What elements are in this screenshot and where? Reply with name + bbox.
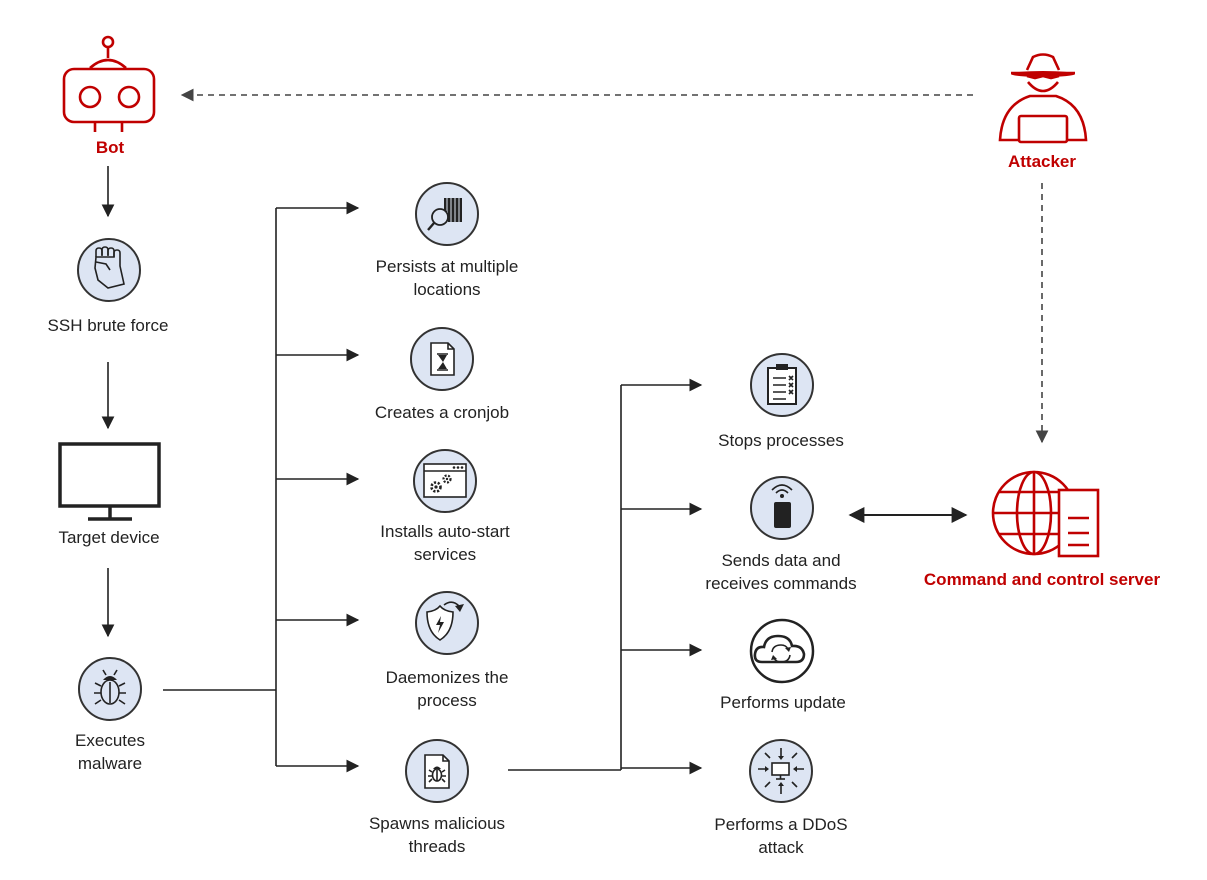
c2-node: Command and control server xyxy=(924,470,1161,589)
ssh-node: SSH brute force xyxy=(48,238,169,335)
fist-icon xyxy=(94,246,125,289)
cronjob-label: Creates a cronjob xyxy=(375,403,509,422)
target-node: Target device xyxy=(58,442,161,547)
globe-server-icon xyxy=(991,470,1100,558)
bot-node: Bot xyxy=(62,35,156,157)
update-label: Performs update xyxy=(720,693,846,712)
attacker-node: Attacker xyxy=(998,53,1088,171)
ssh-label: SSH brute force xyxy=(48,316,169,335)
gear-window-icon xyxy=(423,463,467,498)
persists-label-line2: locations xyxy=(413,280,480,299)
persists-node: Persists at multiple locations xyxy=(376,182,519,299)
daemon-node: Daemonizes the process xyxy=(386,591,509,710)
ddos-node: Performs a DDoS attack xyxy=(714,739,848,857)
executes-label-line2: malware xyxy=(78,754,142,773)
sends-label-line2: receives commands xyxy=(705,574,856,593)
sends-label-line1: Sends data and xyxy=(721,551,840,570)
stops-label: Stops processes xyxy=(718,431,844,450)
cronjob-node: Creates a cronjob xyxy=(375,327,509,422)
executes-label-line1: Executes xyxy=(75,731,145,750)
spawns-label-line2: threads xyxy=(409,837,466,856)
daemon-label-line1: Daemonizes the xyxy=(386,668,509,687)
executes-node: Executes malware xyxy=(75,657,145,773)
update-node: Performs update xyxy=(720,618,846,712)
barcode-search-icon xyxy=(427,198,462,231)
target-label: Target device xyxy=(58,528,159,547)
robot-icon xyxy=(62,35,156,132)
autostart-label-line2: services xyxy=(414,545,476,564)
persists-label-line1: Persists at multiple xyxy=(376,257,519,276)
ddos-icon xyxy=(758,748,804,794)
remote-signal-icon xyxy=(771,484,793,528)
cloud-sync-icon xyxy=(753,634,806,664)
autostart-node: Installs auto-start services xyxy=(380,449,510,564)
bug-document-icon xyxy=(424,754,450,789)
bot-label: Bot xyxy=(96,138,125,157)
daemon-label-line2: process xyxy=(417,691,477,710)
ddos-label-line2: attack xyxy=(758,838,804,857)
clipboard-icon xyxy=(767,364,797,405)
shield-refresh-icon xyxy=(426,601,464,641)
ddos-label-line1: Performs a DDoS xyxy=(714,815,847,834)
monitor-icon xyxy=(58,442,161,521)
hacker-icon xyxy=(998,53,1088,144)
bug-icon xyxy=(94,669,126,705)
autostart-label-line1: Installs auto-start xyxy=(380,522,510,541)
connectors xyxy=(101,88,1049,775)
spawns-label-line1: Spawns malicious xyxy=(369,814,505,833)
stops-node: Stops processes xyxy=(718,353,844,450)
hourglass-document-icon xyxy=(430,342,455,376)
sends-node: Sends data and receives commands xyxy=(705,476,857,593)
spawns-node: Spawns malicious threads xyxy=(369,739,505,856)
attacker-label: Attacker xyxy=(1008,152,1076,171)
c2-label: Command and control server xyxy=(924,570,1161,589)
